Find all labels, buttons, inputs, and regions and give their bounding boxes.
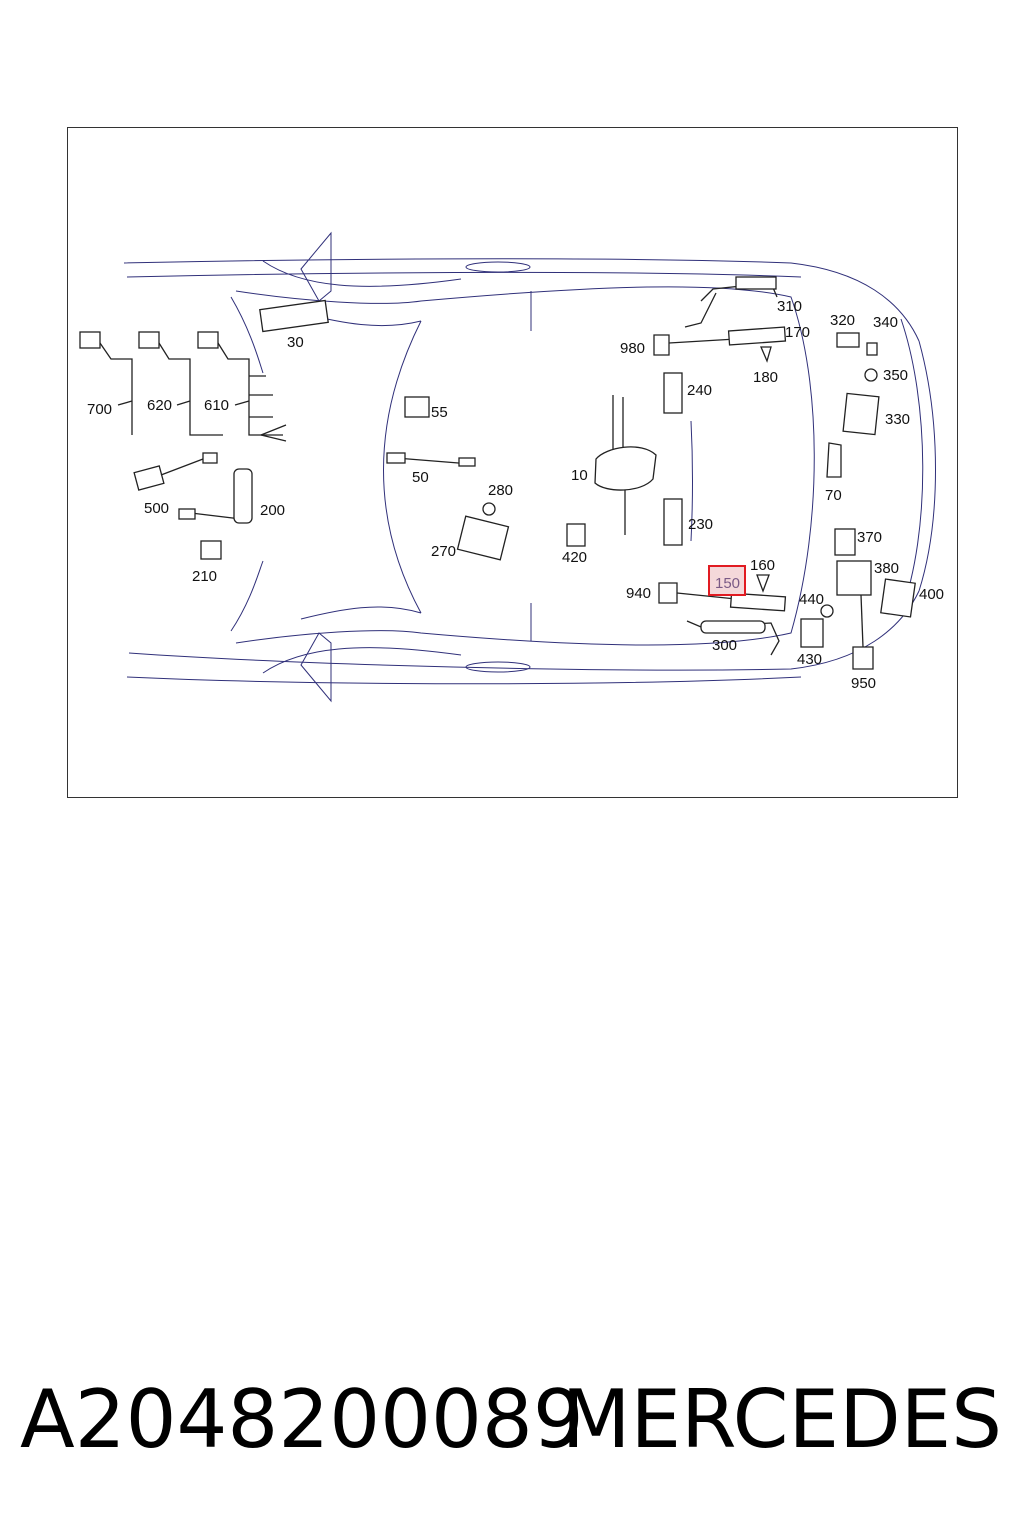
label-440: 440 [799,591,824,608]
part-number: A2048200089 [20,1373,584,1466]
label-950: 950 [851,675,876,692]
label-70: 70 [825,487,842,504]
label-30: 30 [287,334,304,351]
label-180: 180 [753,369,778,386]
label-160: 160 [750,557,775,574]
label-620: 620 [147,397,172,414]
label-370: 370 [857,529,882,546]
label-50: 50 [412,469,429,486]
label-200: 200 [260,502,285,519]
car-outline [123,231,936,703]
label-700: 700 [87,401,112,418]
label-500: 500 [144,500,169,517]
components [133,276,916,670]
label-230: 230 [688,516,713,533]
parts-diagram: 30 700 620 610 500 200 210 55 50 280 270… [79,231,944,703]
label-310: 310 [777,298,802,315]
part-labels: 30 700 620 610 500 200 210 55 50 280 270… [87,298,944,692]
brand-name: MERCEDES [561,1373,1002,1466]
label-10: 10 [571,467,588,484]
label-400: 400 [919,586,944,603]
parts-diagram-frame: 30 700 620 610 500 200 210 55 50 280 270… [67,127,958,798]
harness-connectors [79,331,287,442]
label-980: 980 [620,340,645,357]
label-270: 270 [431,543,456,560]
label-330: 330 [885,411,910,428]
label-300: 300 [712,637,737,654]
label-55: 55 [431,404,448,421]
footer: A2048200089 MERCEDES [0,1370,1024,1470]
label-940: 940 [626,585,651,602]
label-150-highlighted: 150 [715,575,740,592]
highlight-box-150 [708,565,746,596]
label-350: 350 [883,367,908,384]
label-240: 240 [687,382,712,399]
label-610: 610 [204,397,229,414]
label-340: 340 [873,314,898,331]
label-430: 430 [797,651,822,668]
label-420: 420 [562,549,587,566]
label-280: 280 [488,482,513,499]
label-320: 320 [830,312,855,329]
label-380: 380 [874,560,899,577]
label-210: 210 [192,568,217,585]
label-170: 170 [785,324,810,341]
leader-lines [117,400,250,406]
